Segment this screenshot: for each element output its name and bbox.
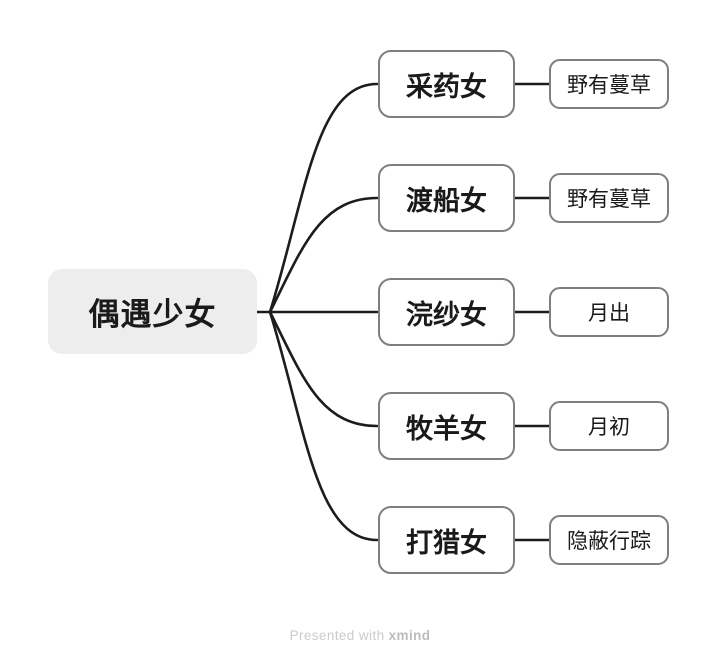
- xmind-brand-label: xmind: [388, 628, 431, 643]
- subtopic-node[interactable]: 月初: [549, 401, 669, 451]
- root-topic[interactable]: 偶遇少女: [48, 269, 257, 354]
- topic-node-muyangnv[interactable]: 牧羊女: [378, 392, 515, 460]
- subtopic-node[interactable]: 野有蔓草: [549, 173, 669, 223]
- watermark-prefix: Presented with: [289, 628, 385, 643]
- subtopic-node[interactable]: 月出: [549, 287, 669, 337]
- topic-node-duchuannv[interactable]: 渡船女: [378, 164, 515, 232]
- subtopic-node[interactable]: 野有蔓草: [549, 59, 669, 109]
- topic-node-caiyaonv[interactable]: 采药女: [378, 50, 515, 118]
- watermark: Presented with xmind: [0, 628, 720, 643]
- topic-node-huanshanv[interactable]: 浣纱女: [378, 278, 515, 346]
- subtopic-node[interactable]: 隐蔽行踪: [549, 515, 669, 565]
- topic-node-dalienv[interactable]: 打猎女: [378, 506, 515, 574]
